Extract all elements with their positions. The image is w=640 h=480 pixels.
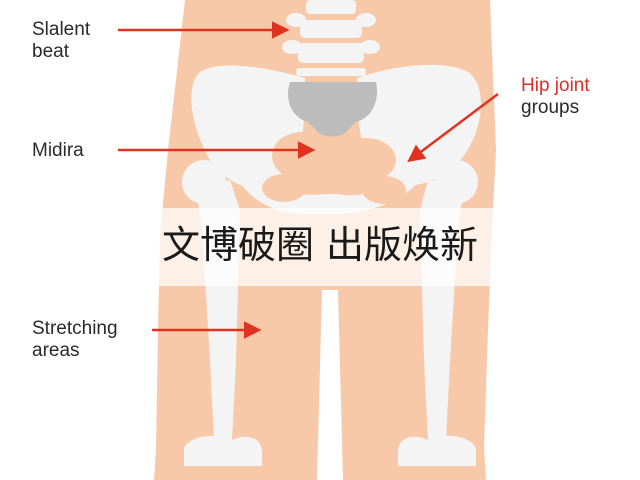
pelvic-inlet — [272, 132, 332, 180]
vertebra-process — [282, 40, 302, 54]
label-hip-joint-groups: Hip joint groups — [521, 75, 590, 119]
vertebra-process — [356, 13, 376, 27]
pelvic-inlet — [336, 138, 396, 182]
label-hip-joint-groups-line1: Hip joint — [521, 75, 590, 96]
label-slalent-beat: Slalent beat — [32, 19, 90, 63]
vertebra-process — [360, 40, 380, 54]
label-stretching-areas: Stretching areas — [32, 318, 118, 362]
label-midira-line1: Midira — [32, 140, 84, 161]
vertebra — [300, 20, 362, 38]
obturator-opening — [262, 174, 306, 202]
watermark-banner-text: 文博破圈 出版焕新 — [161, 223, 479, 267]
leg-gap — [317, 290, 343, 480]
label-stretching-areas-line1: Stretching — [32, 318, 118, 339]
label-midira: Midira — [32, 140, 84, 162]
right-knee — [398, 435, 476, 466]
vertebra — [296, 68, 366, 76]
arrow-hip-joint-groups — [407, 93, 499, 163]
vertebra — [298, 43, 364, 63]
watermark-banner — [0, 208, 640, 286]
spine — [282, 0, 380, 76]
left-knee — [184, 435, 262, 466]
label-slalent-beat-line1: Slalent — [32, 19, 91, 40]
sacrum — [288, 82, 378, 137]
coccyx — [319, 118, 343, 134]
obturator-opening — [362, 176, 406, 204]
label-stretching-areas-line2: areas — [32, 340, 80, 361]
label-slalent-beat-line2: beat — [32, 41, 69, 62]
vertebra-process — [286, 13, 306, 27]
vertebra — [306, 0, 356, 14]
label-hip-joint-groups-line2: groups — [521, 97, 580, 118]
